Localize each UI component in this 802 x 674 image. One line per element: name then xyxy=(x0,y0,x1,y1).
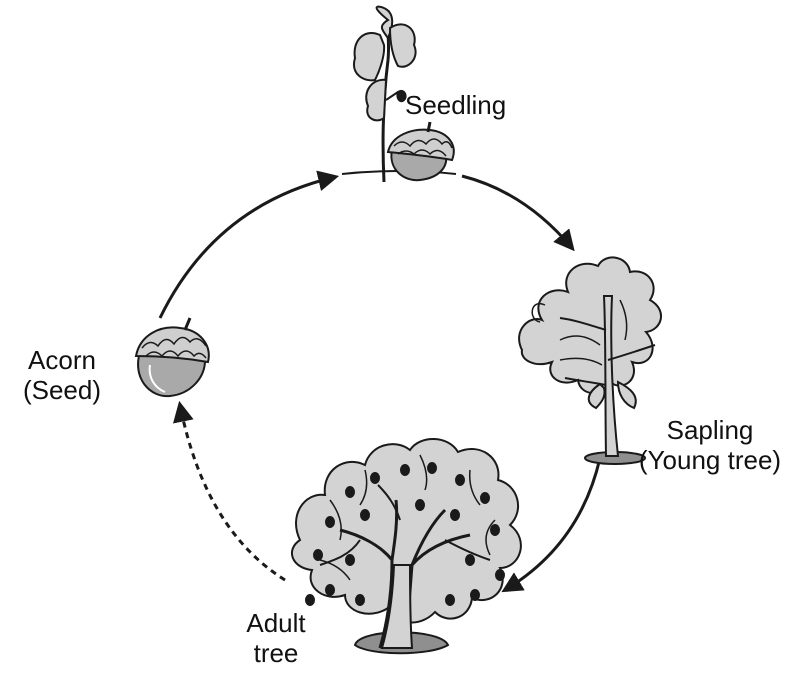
label-adult-tree: Adult tree xyxy=(230,608,322,668)
acorn-label: Acorn xyxy=(28,345,96,375)
adult-tree-trunk xyxy=(339,499,471,649)
seedling-acorn-cap xyxy=(386,128,455,162)
adult-tree-acorns xyxy=(305,462,505,606)
seedling-label: Seedling xyxy=(405,90,507,120)
acorn-illustration xyxy=(134,317,210,398)
acorn-sublabel: (Seed) xyxy=(22,375,102,405)
adult-sublabel: tree xyxy=(253,638,299,668)
acorn-cap xyxy=(134,326,210,364)
seedling-illustration xyxy=(353,5,455,183)
label-sapling: Sapling (Young tree) xyxy=(628,415,792,475)
arrow-seedling-to-sapling xyxy=(461,174,575,252)
sapling-illustration xyxy=(518,256,662,465)
adult-tree-canopy xyxy=(290,438,522,624)
arrow-acorn-to-seedling xyxy=(158,170,340,319)
arrow-adult-to-acorn-dashed xyxy=(173,400,286,582)
sapling-trunk xyxy=(602,295,620,457)
adult-tree-illustration xyxy=(290,438,522,655)
label-acorn: Acorn (Seed) xyxy=(8,345,116,405)
adult-label: Adult xyxy=(246,608,306,638)
sapling-label: Sapling xyxy=(666,415,754,445)
sapling-sublabel: (Young tree) xyxy=(638,445,782,475)
label-seedling: Seedling xyxy=(405,90,506,120)
arrow-sapling-to-adult xyxy=(501,457,602,593)
cycle-arrows xyxy=(158,170,602,593)
